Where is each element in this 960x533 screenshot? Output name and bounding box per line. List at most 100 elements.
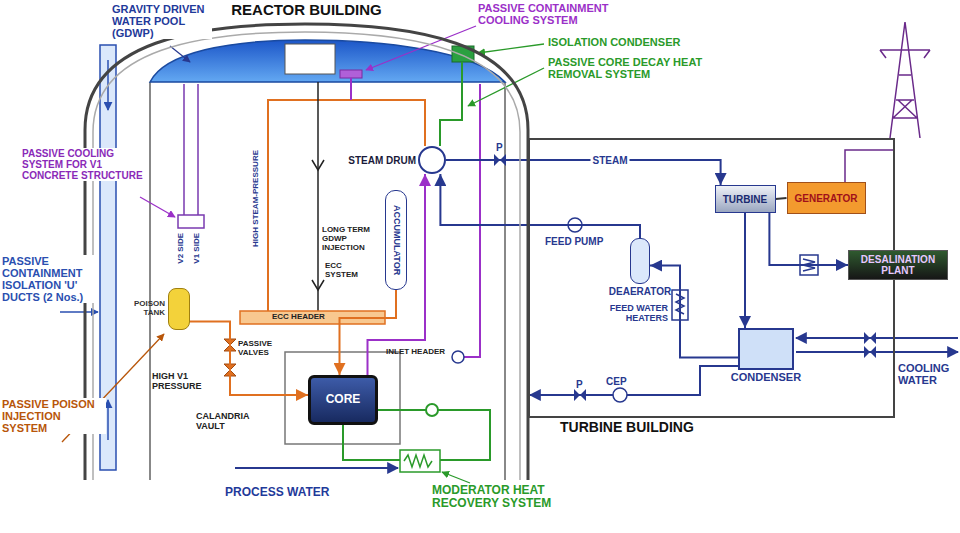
pccs-unit [340, 70, 362, 78]
inlet-header [452, 351, 464, 363]
node-label: CORE [323, 393, 364, 406]
reactor-building-outline [85, 24, 528, 480]
high-steam-pressure-line [268, 100, 425, 312]
high-steam-pressure-line [268, 100, 425, 312]
inlet-header [452, 351, 464, 363]
u-duct [107, 400, 109, 440]
leader-line [140, 197, 175, 217]
moderator-heat-exchanger [400, 450, 440, 472]
power-line [845, 150, 893, 182]
cooling-water-lines [796, 337, 958, 339]
pipe-connector [776, 198, 787, 199]
vertical-label: V2 SIDE [177, 233, 186, 264]
steam-drum: STEAM DRUM [418, 146, 446, 174]
reactor-building-outline [85, 0, 528, 480]
vertical-label: HIGH STEAM-PRESSURE [252, 150, 261, 247]
node-label: DEAERATOR [609, 286, 671, 297]
callout-label: PASSIVE CORE DECAY HEAT REMOVAL SYSTEM [548, 56, 713, 80]
process-water-line [235, 467, 398, 469]
callout-label: INLET HEADER [386, 348, 445, 357]
pccs-line [464, 84, 480, 357]
callout-label: P [576, 379, 583, 390]
process-water-line [235, 467, 398, 469]
leader-line [170, 46, 190, 62]
leader-line [442, 472, 470, 483]
cooling-water-valves [864, 332, 876, 358]
pipe-connector [340, 290, 397, 375]
callout-label: COOLING WATER [898, 362, 956, 386]
gdwp-pool [150, 40, 505, 82]
node-label: TURBINE BUILDING [560, 420, 694, 435]
reactor-building-outline [93, 32, 520, 480]
poison-tank: POISON TANK [168, 288, 190, 330]
return-valve [574, 389, 586, 401]
moderator-heat-exchanger [404, 455, 432, 467]
leader-line [60, 26, 544, 483]
return-valve [574, 389, 586, 401]
v1-cooling-pipes [184, 84, 198, 215]
transmission-tower [880, 22, 930, 138]
turbine-building: TURBINE BUILDINGTURBINEGENERATORCONDENSE… [528, 138, 895, 418]
generator-box: GENERATOR [787, 182, 866, 214]
condensate-return-line [530, 366, 738, 395]
edge-label: STEAM [591, 155, 630, 166]
node-label: POISON TANK [129, 300, 165, 318]
callout-label: PASSIVE VALVES [238, 340, 282, 358]
gdwp-pool [285, 44, 335, 74]
pipe-connector [769, 213, 848, 265]
callout-label: PASSIVE POISON INJECTION SYSTEM [2, 398, 106, 434]
desalination-plant-box: DESALINATION PLANT [848, 250, 948, 280]
node-label: STEAM DRUM [348, 155, 416, 166]
v1-cooling-pipes [178, 84, 204, 228]
node-label: TURBINE [720, 194, 770, 205]
reactor-building: REACTOR BUILDINGSTEAM DRUMCOREACCUMULATO… [85, 0, 528, 480]
gdwp-pool [150, 40, 505, 82]
cep-pump [613, 388, 627, 402]
accumulator-tank: ACCUMULATOR [385, 190, 407, 290]
isolation-condenser-line [440, 62, 462, 146]
leader-line [478, 44, 544, 53]
node-label: CONDENSER [731, 371, 801, 383]
pccs-unit [340, 70, 362, 78]
callout-label: PASSIVE CONTAINMENT COOLING SYSTEM [478, 2, 613, 26]
callout-label: LONG TERM GDWP INJECTION [322, 226, 382, 252]
v1-cooling-pipes [178, 215, 204, 228]
long-term-injection-line [312, 82, 324, 312]
callout-label: ECC HEADER [272, 313, 325, 322]
node-label: ACCUMULATOR [391, 205, 401, 275]
pipe-connector [440, 174, 640, 238]
transmission-tower [880, 22, 930, 138]
callout-label: PASSIVE CONTAINMENT ISOLATION 'U' DUCTS … [2, 255, 94, 303]
cooling-water-lines [796, 338, 958, 352]
cep-pump [613, 388, 627, 402]
callout-label: PROCESS WATER [225, 486, 329, 499]
pipe-connector [368, 174, 426, 375]
pipe-connector [744, 213, 746, 328]
cooling-water-lines [796, 351, 958, 353]
pipe-connector [190, 322, 308, 395]
deaerator-vessel: DEAERATOR [630, 238, 650, 284]
turbine-box: TURBINE [715, 185, 776, 213]
long-term-injection-line [317, 82, 319, 312]
callout-label: HIGH V1 PRESSURE [152, 372, 222, 392]
pipe-connector [446, 160, 721, 185]
long-term-injection-line [312, 160, 324, 290]
callout-label: ISOLATION CONDENSER [548, 36, 680, 48]
reactor-core: CORE [308, 375, 378, 425]
callout-label: CEP [606, 376, 627, 387]
power-line [845, 150, 893, 182]
pccs-line [350, 78, 352, 100]
vertical-label: V1 SIDE [193, 233, 202, 264]
callout-label: ECC SYSTEM [325, 262, 375, 280]
containment-inner-wall [150, 82, 505, 480]
moderator-loop [426, 404, 438, 416]
moderator-heat-exchanger [400, 450, 440, 472]
callout-label: MODERATOR HEAT RECOVERY SYSTEM [432, 484, 602, 510]
callout-label: CALANDRIA VAULT [196, 412, 276, 432]
callout-label: P [496, 142, 503, 153]
callout-label: FEED PUMP [545, 236, 603, 247]
callout-label: GRAVITY DRIVEN WATER POOL (GDWP) [112, 3, 212, 39]
